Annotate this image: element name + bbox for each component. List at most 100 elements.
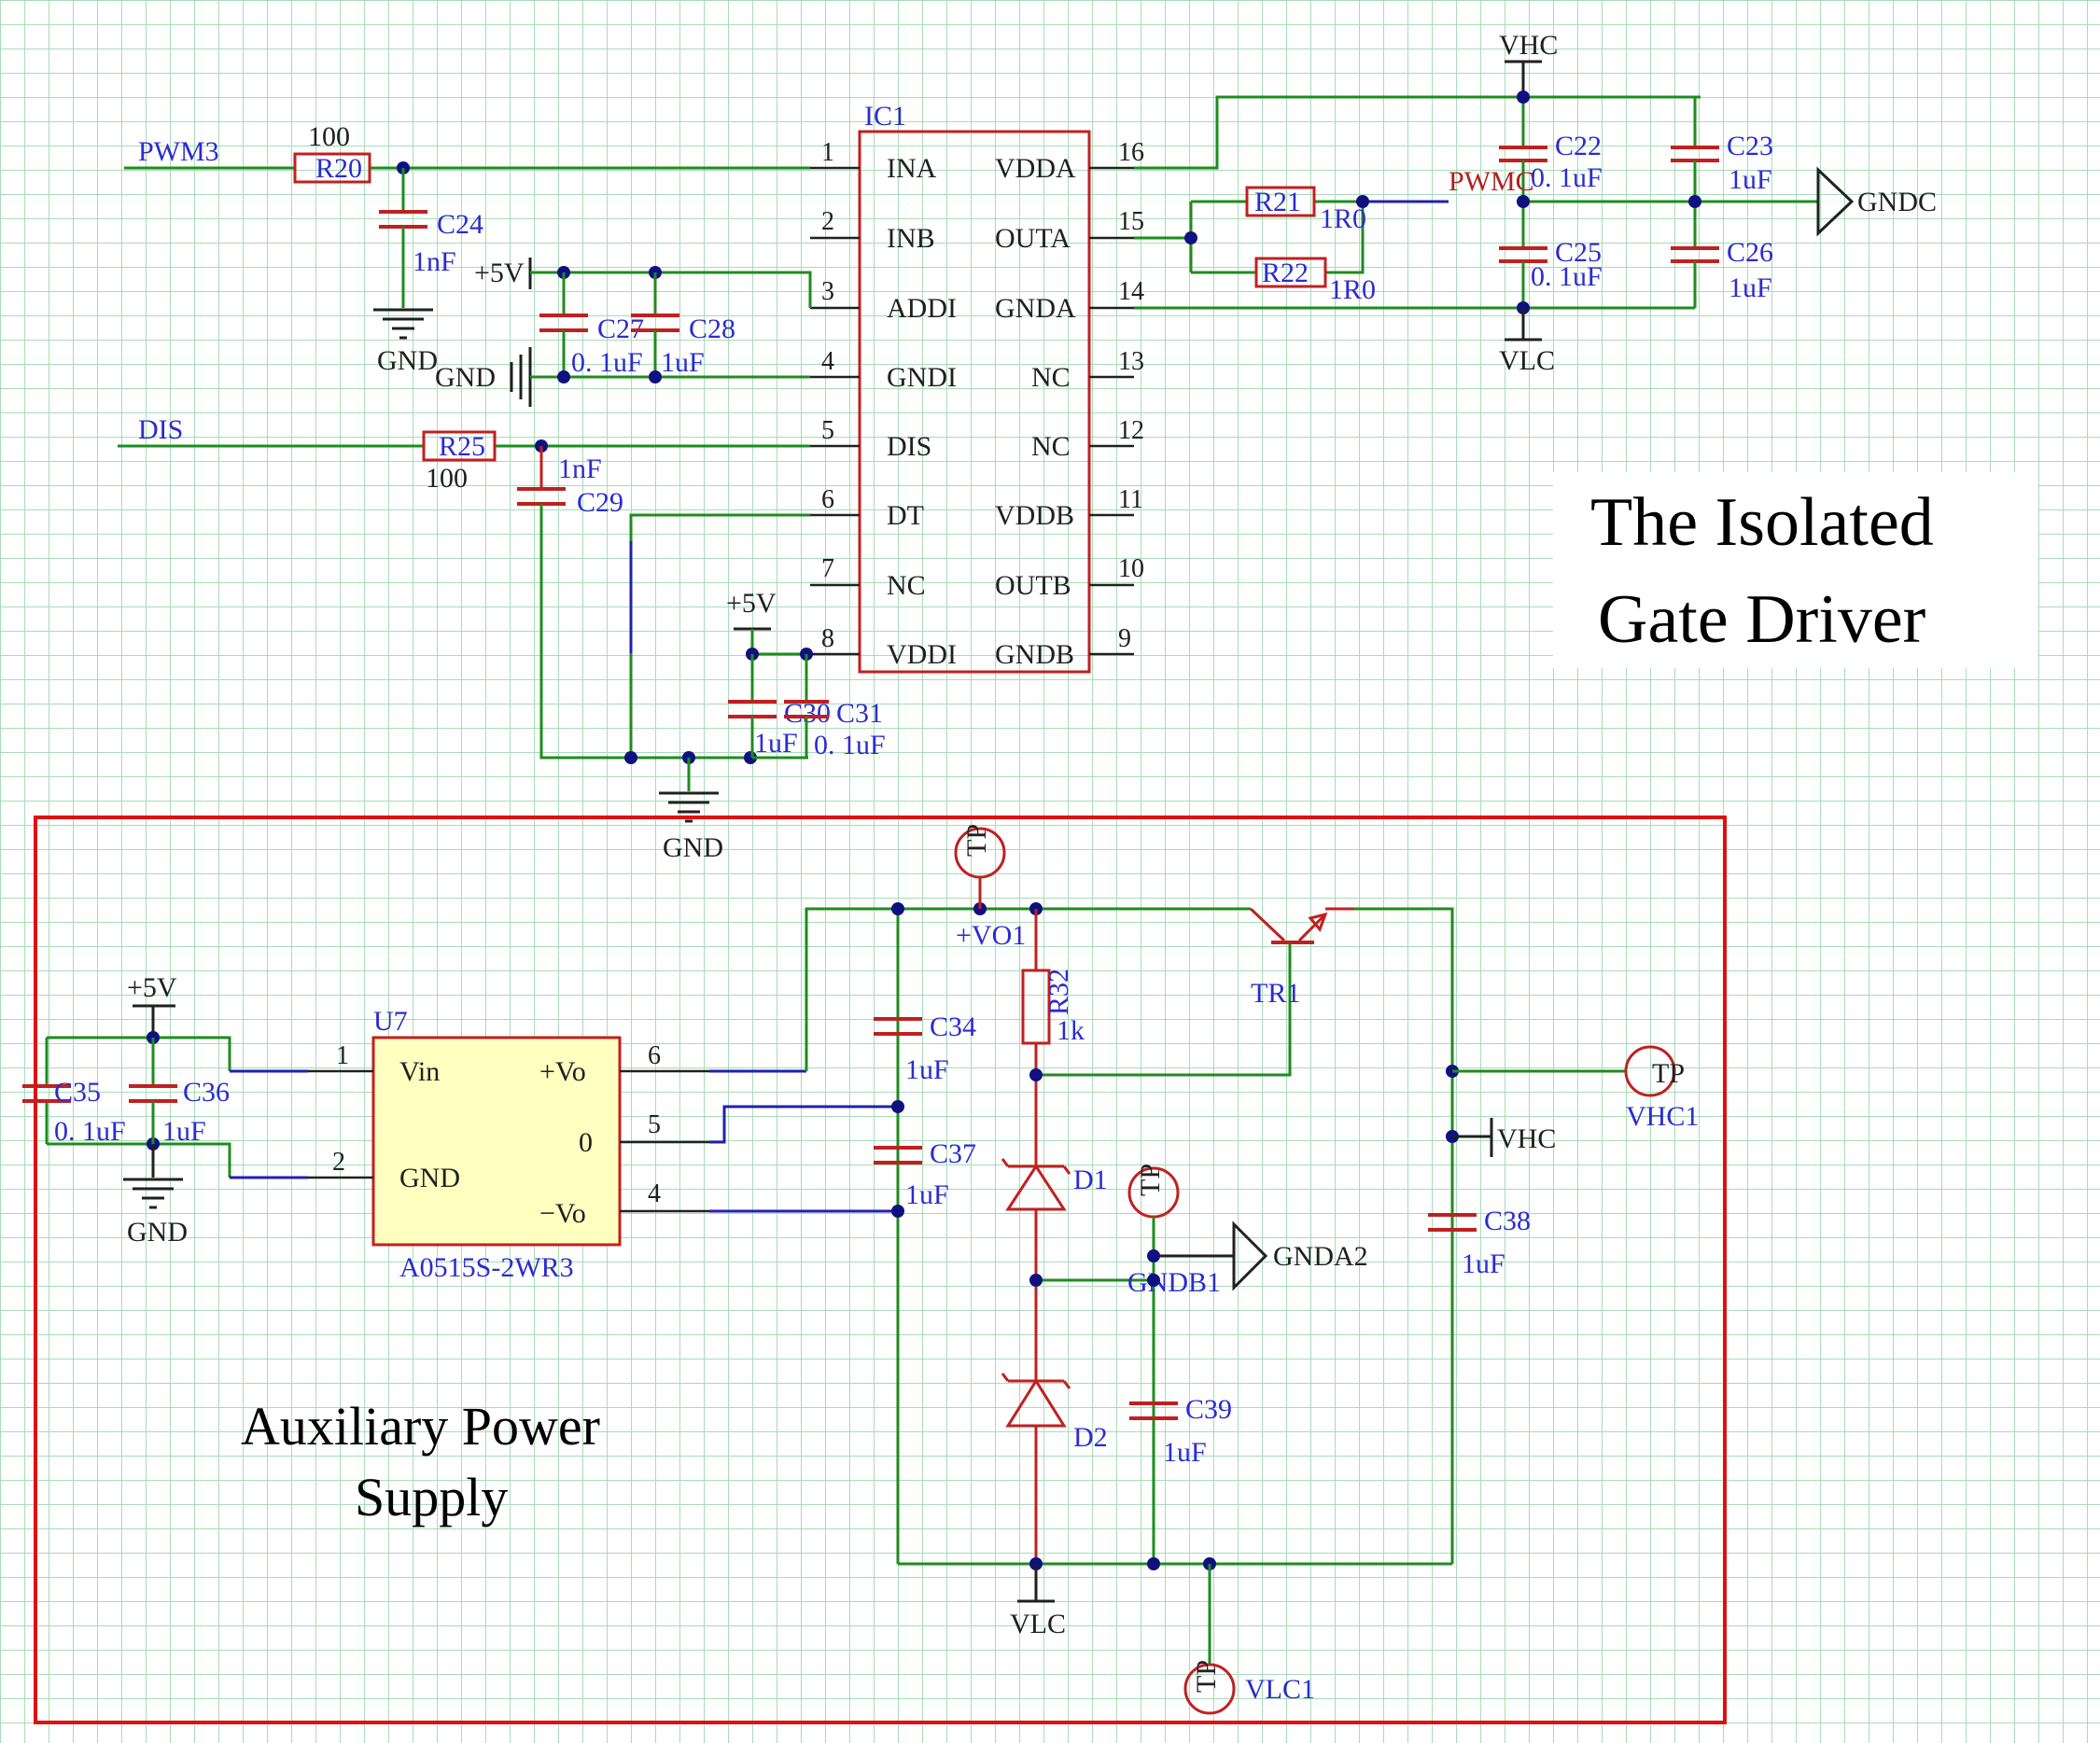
c27-value: 0. 1uF — [571, 347, 643, 378]
c29-value: 1nF — [558, 453, 602, 484]
junction — [1356, 195, 1369, 208]
u7-pin6-num: 6 — [648, 1041, 661, 1070]
c23-value: 1uF — [1729, 164, 1772, 195]
capacitor-c27[interactable]: C27 0. 1uF — [539, 272, 644, 378]
ic1-pin2-name: INB — [887, 223, 935, 254]
capacitor-c29[interactable]: 1nF C29 — [517, 446, 623, 518]
capacitor-c36[interactable]: C36 1uF — [129, 1038, 230, 1147]
junction — [1517, 195, 1530, 208]
dt-wire — [629, 513, 810, 758]
r22-ref: R22 — [1262, 258, 1309, 288]
ic1-pin10-num: 10 — [1118, 554, 1144, 583]
testpoint-vo1[interactable]: TP +VO1 — [954, 824, 1026, 951]
net-plus5v-vddi: +5V — [726, 588, 777, 619]
tp-label: TP — [1191, 1660, 1222, 1693]
ic1-pin4-num: 4 — [821, 347, 834, 376]
capacitor-c22[interactable]: C22 0. 1uF — [1499, 131, 1603, 193]
c22-value: 0. 1uF — [1531, 162, 1603, 193]
u7-pin1-name: Vin — [399, 1056, 440, 1087]
resistor-r21[interactable]: R21 1R0 — [1245, 186, 1366, 234]
capacitor-c23[interactable]: C23 1uF — [1671, 131, 1773, 195]
zener-d2-icon[interactable]: D2 — [1001, 1373, 1108, 1453]
zener-d1-icon[interactable]: D1 — [1001, 1158, 1108, 1211]
ic1-pin6-name: DT — [887, 500, 924, 531]
capacitor-c28[interactable]: C28 1uF — [631, 272, 735, 378]
net-plus5v-aux: +5V — [127, 972, 177, 1003]
net-gnd-aux: GND — [127, 1217, 188, 1248]
c37-value: 1uF — [905, 1179, 949, 1210]
ic1-pin7-num: 7 — [821, 554, 834, 583]
capacitor-c34[interactable]: C34 1uF — [874, 1011, 976, 1085]
c39-ref: C39 — [1185, 1394, 1232, 1425]
aux-frame — [34, 816, 1727, 1724]
ic1-pin5-num: 5 — [821, 416, 834, 445]
ic1-pin6-num: 6 — [821, 485, 834, 514]
gate-driver-title-line1: The Isolated — [1590, 484, 1934, 561]
resistor-r22[interactable]: R22 1R0 — [1254, 257, 1376, 305]
net-gnd: GND — [377, 345, 438, 376]
capacitor-c38[interactable]: C38 1uF — [1428, 1206, 1531, 1279]
ic1-pin11-num: 11 — [1118, 485, 1143, 514]
junction — [1184, 231, 1197, 244]
junction — [624, 751, 637, 764]
capacitor-c25[interactable]: C25 0. 1uF — [1499, 237, 1603, 292]
capacitor-c37[interactable]: C37 1uF — [874, 1138, 976, 1210]
ic1-pin9-name: GNDB — [995, 639, 1074, 670]
ic1-pin8-num: 8 — [821, 624, 834, 653]
aux-title-line2: Supply — [355, 1467, 508, 1527]
ic1-pin12-num: 12 — [1118, 416, 1144, 445]
net-plus5v: +5V — [474, 258, 525, 288]
capacitor-c24[interactable]: C24 1nF — [379, 168, 483, 308]
junction — [891, 902, 904, 915]
plus5v-wire — [530, 271, 812, 308]
vdda-wire — [1134, 95, 1701, 170]
gndc-arrow-icon — [1816, 166, 1855, 237]
aux-title-line1: Auxiliary Power — [241, 1396, 600, 1457]
c37-ref: C37 — [930, 1138, 976, 1169]
c25-ref: C25 — [1555, 237, 1602, 268]
c26-value: 1uF — [1729, 272, 1772, 303]
gate-driver-title-box — [1553, 472, 2038, 668]
net-gnd-left: GND — [435, 362, 496, 393]
net-vhc-aux: VHC — [1497, 1123, 1556, 1154]
ic1-pin13-name: NC — [1031, 362, 1071, 393]
c23-ref: C23 — [1727, 131, 1773, 161]
c36-ref: C36 — [183, 1077, 230, 1108]
gnd-symbol — [373, 308, 433, 340]
c26-ref: C26 — [1727, 237, 1773, 268]
c29-ref: C29 — [577, 487, 623, 518]
c31-value: 0. 1uF — [814, 730, 886, 760]
capacitor-c39[interactable]: C39 1uF — [1129, 1394, 1232, 1468]
c35-ref: C35 — [54, 1077, 101, 1108]
transistor-tr1-icon[interactable]: TR1 — [1221, 907, 1353, 1009]
net-gnd-bottom: GND — [663, 832, 723, 863]
junction — [1688, 195, 1701, 208]
net-vhc1: VHC1 — [1626, 1101, 1699, 1132]
testpoint-vhc1[interactable]: TP VHC1 — [1624, 1045, 1699, 1132]
c29-ground-wire — [539, 504, 808, 760]
junction — [649, 370, 662, 383]
ic1-pin9-num: 9 — [1118, 624, 1131, 653]
tp-label: TP — [1652, 1058, 1685, 1089]
r20-ref: R20 — [315, 153, 362, 184]
d2-ref: D2 — [1073, 1422, 1108, 1453]
junction — [1147, 1557, 1160, 1570]
resistor-r20[interactable]: 100 R20 — [293, 121, 371, 184]
resistor-r25[interactable]: R25 100 — [422, 430, 497, 494]
ic1-body[interactable] — [858, 130, 1091, 674]
junction — [1517, 91, 1530, 104]
net-gndb1: GNDB1 — [1127, 1267, 1221, 1298]
r21-ref: R21 — [1254, 187, 1301, 217]
capacitor-c35[interactable]: C35 0. 1uF — [22, 1077, 126, 1147]
resistor-r32[interactable]: R32 1k — [1021, 969, 1085, 1046]
c24-value: 1nF — [413, 246, 456, 277]
u7-ref: U7 — [373, 1006, 408, 1037]
junction — [1147, 1249, 1160, 1262]
capacitor-c31[interactable]: C31 0. 1uF — [752, 654, 886, 760]
gnda2-arrow-icon — [1232, 1220, 1268, 1291]
capacitor-c26[interactable]: C26 1uF — [1671, 237, 1773, 303]
net-vlc1: VLC1 — [1245, 1674, 1315, 1705]
testpoint-vlc1[interactable]: TP VLC1 — [1183, 1564, 1315, 1715]
ic1-pin11-name: VDDB — [995, 500, 1074, 531]
